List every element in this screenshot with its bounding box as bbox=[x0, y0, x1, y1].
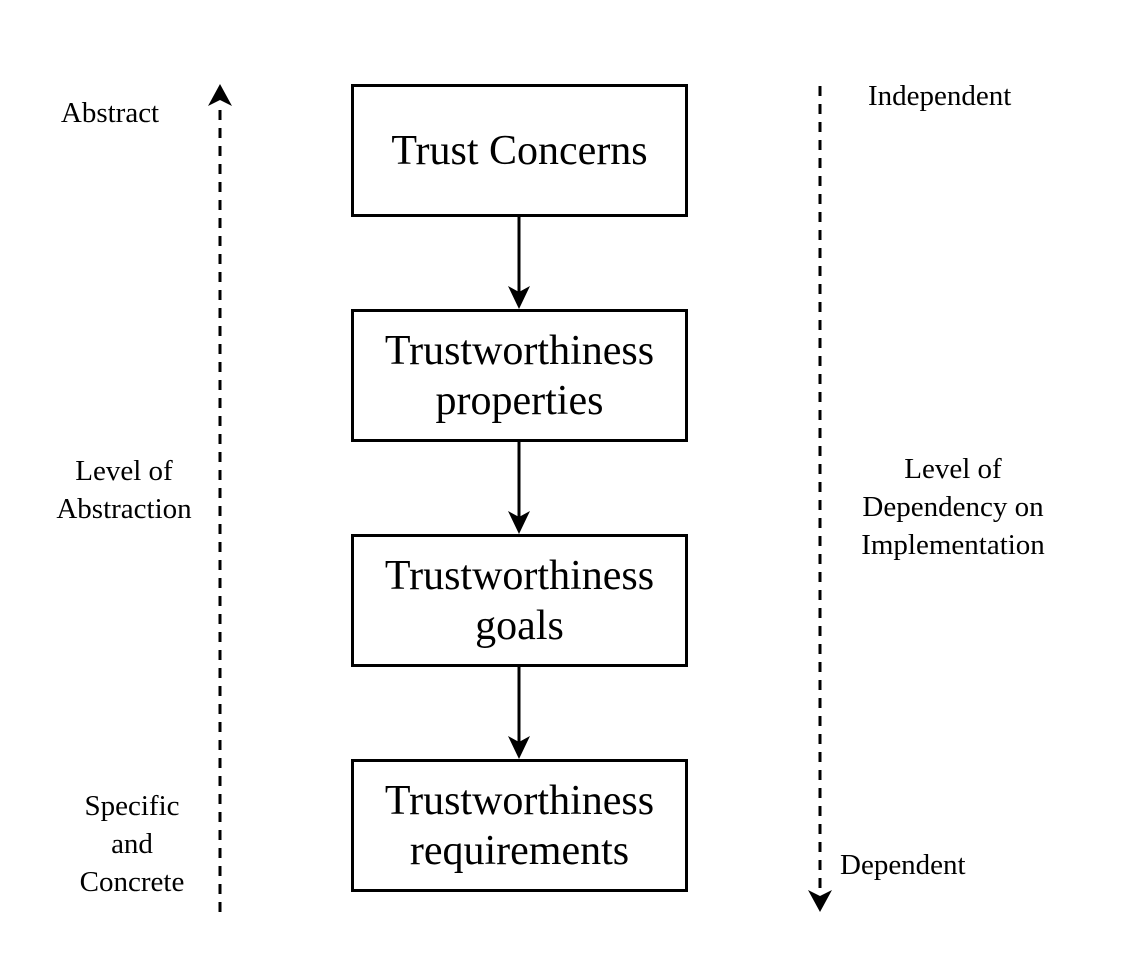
abstract-label: Abstract bbox=[40, 94, 180, 132]
box-label-line: Trustworthiness bbox=[384, 777, 655, 824]
label-line: Level of bbox=[75, 455, 173, 487]
label-line: Specific bbox=[84, 790, 180, 822]
label-line: Implementation bbox=[861, 529, 1045, 561]
label-line: Concrete bbox=[79, 866, 185, 898]
trustworthiness-properties-box: Trustworthiness properties bbox=[351, 309, 688, 442]
box-label-line: Trustworthiness bbox=[384, 327, 655, 374]
label-line: Level of bbox=[904, 453, 1002, 485]
label-line: Dependency on bbox=[862, 491, 1044, 523]
dependent-label: Dependent bbox=[840, 846, 966, 884]
dependent-label-text: Dependent bbox=[840, 849, 966, 881]
independent-label-text: Independent bbox=[868, 80, 1012, 112]
level-of-dependency-label: Level of Dependency on Implementation bbox=[843, 450, 1063, 564]
independent-label: Independent bbox=[868, 77, 1011, 115]
label-line: Abstraction bbox=[56, 493, 192, 525]
box-label-line: properties bbox=[435, 377, 604, 424]
abstraction-axis-arrow bbox=[208, 84, 232, 912]
box-label-line: Trust Concerns bbox=[391, 127, 648, 174]
arrow-concerns-to-properties bbox=[508, 217, 530, 309]
box-label-line: goals bbox=[475, 602, 564, 649]
trust-concerns-box: Trust Concerns bbox=[351, 84, 688, 217]
box-label-line: requirements bbox=[409, 827, 630, 874]
level-of-abstraction-label: Level of Abstraction bbox=[40, 452, 208, 528]
abstract-label-text: Abstract bbox=[60, 97, 160, 129]
specific-and-concrete-label: Specific and Concrete bbox=[72, 787, 192, 901]
dependency-axis-arrow bbox=[808, 86, 832, 912]
box-label-line: Trustworthiness bbox=[384, 552, 655, 599]
arrow-goals-to-requirements bbox=[508, 667, 530, 759]
trustworthiness-goals-box: Trustworthiness goals bbox=[351, 534, 688, 667]
label-line: and bbox=[111, 828, 153, 860]
arrow-properties-to-goals bbox=[508, 442, 530, 534]
trustworthiness-requirements-box: Trustworthiness requirements bbox=[351, 759, 688, 892]
